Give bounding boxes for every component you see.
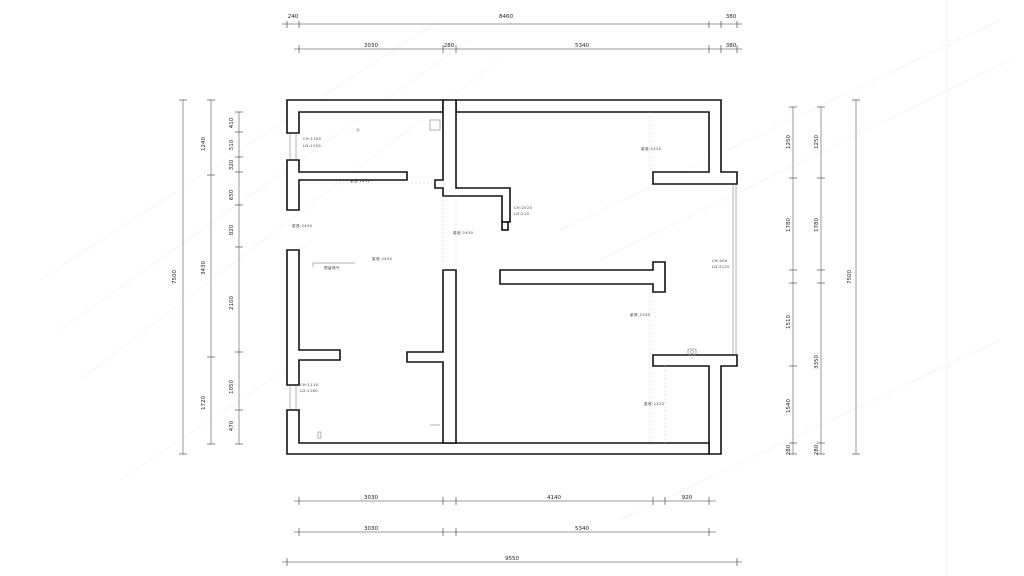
right-outer-dim-2: 3350 <box>814 355 820 369</box>
top-dimension-row-2: 3030 280 5340 380 <box>294 43 742 53</box>
wall-center-lower <box>406 269 457 444</box>
beam-lines <box>299 112 666 443</box>
note-n3: 梁底:2450 <box>350 178 371 183</box>
right-total-dim: 7500 <box>847 270 853 284</box>
bottom-dimension-row-2: 3030 5340 <box>294 526 716 536</box>
wall-bottom <box>286 409 710 455</box>
wall-partition <box>499 261 666 293</box>
left-inner-dim-2: 320 <box>229 159 235 170</box>
right-inner-dim-0: 1250 <box>786 135 792 149</box>
note-n5: 梁底:2450 <box>372 256 393 261</box>
note-n4: 梁底:2450 <box>292 223 313 228</box>
left-outer-dim-0: 1240 <box>201 137 207 151</box>
top2-dim-3: 380 <box>726 43 737 49</box>
openings <box>289 133 737 410</box>
wall-center-upper <box>434 99 511 223</box>
left-total-dim: 7500 <box>172 270 178 284</box>
bottom-total-dim: 9550 <box>505 556 519 562</box>
right-dimension-total: 7500 <box>847 99 860 455</box>
top1-dim-2: 380 <box>726 14 737 20</box>
left-inner-dim-1: 510 <box>229 139 235 150</box>
drain-mark <box>317 431 322 439</box>
wall-left-lower <box>286 249 341 386</box>
wall-left-middle <box>286 159 408 211</box>
left-dimension-total: 7500 <box>172 99 187 455</box>
top2-dim-2: 5340 <box>575 43 589 49</box>
left-inner-dim-5: 2100 <box>229 296 235 310</box>
right-inner-dim-1: 1780 <box>786 218 792 232</box>
left-inner-dim-0: 410 <box>229 117 235 128</box>
background-guides <box>39 0 1011 576</box>
note-n11: 梁底:2320 <box>630 312 651 317</box>
wall-top-right <box>455 99 738 185</box>
note-n1: CH:1100 <box>303 137 322 141</box>
gas-meter <box>687 348 697 356</box>
note-n12: CH:200 <box>712 259 728 263</box>
bottom-dimension-row-1: 3030 4140 920 <box>294 495 716 505</box>
top2-dim-1: 280 <box>444 43 455 49</box>
wall-top-left <box>286 99 444 134</box>
bottom2-dim-0: 3030 <box>364 526 378 532</box>
left-dimension-outer: 1240 3430 1720 <box>201 99 215 445</box>
right-inner-dim-3: 1540 <box>786 399 792 413</box>
top1-dim-1: 8460 <box>499 14 513 20</box>
right-outer-dim-3: 280 <box>814 444 820 455</box>
note-n10: LD:210 <box>514 212 530 216</box>
fixtures <box>312 119 697 439</box>
bottom-dimension-total: 9550 <box>282 556 742 566</box>
bottom2-dim-1: 5340 <box>575 526 589 532</box>
left-outer-dim-1: 3430 <box>201 261 207 275</box>
note-n6: 预留燃气 <box>324 265 340 270</box>
column <box>501 221 509 231</box>
right-outer-dim-0: 1250 <box>814 135 820 149</box>
wall-right-lower <box>652 354 738 455</box>
left-outer-dim-2: 1720 <box>201 396 207 410</box>
note-n14: 梁底:2320 <box>644 401 665 406</box>
bottom1-dim-2: 920 <box>682 495 693 501</box>
note-n15: CH:1110 <box>300 383 319 387</box>
note-n2: LD:1150 <box>303 144 321 148</box>
bottom1-dim-1: 4140 <box>547 495 561 501</box>
walls <box>286 99 738 455</box>
note-n8: 梁底:2320 <box>641 146 662 151</box>
right-dimension-outer: 1250 1780 3350 280 <box>814 106 825 455</box>
note-n9: CH:2020 <box>514 206 533 210</box>
left-inner-dim-6: 1050 <box>229 380 235 394</box>
left-dimension-inner: 410 510 320 650 820 2100 1050 470 <box>229 111 243 445</box>
right-dimension-inner: 1250 1780 1510 1540 280 <box>786 106 797 455</box>
note-n7: 梁底:2450 <box>453 230 474 235</box>
left-inner-dim-4: 820 <box>229 224 235 235</box>
left-inner-dim-3: 650 <box>229 189 235 200</box>
top2-dim-0: 3030 <box>364 43 378 49</box>
note-n16: LD:1160 <box>300 389 318 393</box>
bottom1-dim-0: 3030 <box>364 495 378 501</box>
top1-dim-0: 240 <box>288 14 299 20</box>
right-inner-dim-4: 280 <box>786 444 792 455</box>
right-outer-dim-1: 1780 <box>814 218 820 232</box>
top-dimension-row-1: 240 8460 380 <box>282 14 742 28</box>
right-inner-dim-2: 1510 <box>786 315 792 329</box>
left-inner-dim-7: 470 <box>229 420 235 431</box>
note-n13: LD:2120 <box>712 265 730 269</box>
annotations: CH:1100 LD:1150 梁底:2450 梁底:2450 梁底:2450 … <box>292 137 730 406</box>
